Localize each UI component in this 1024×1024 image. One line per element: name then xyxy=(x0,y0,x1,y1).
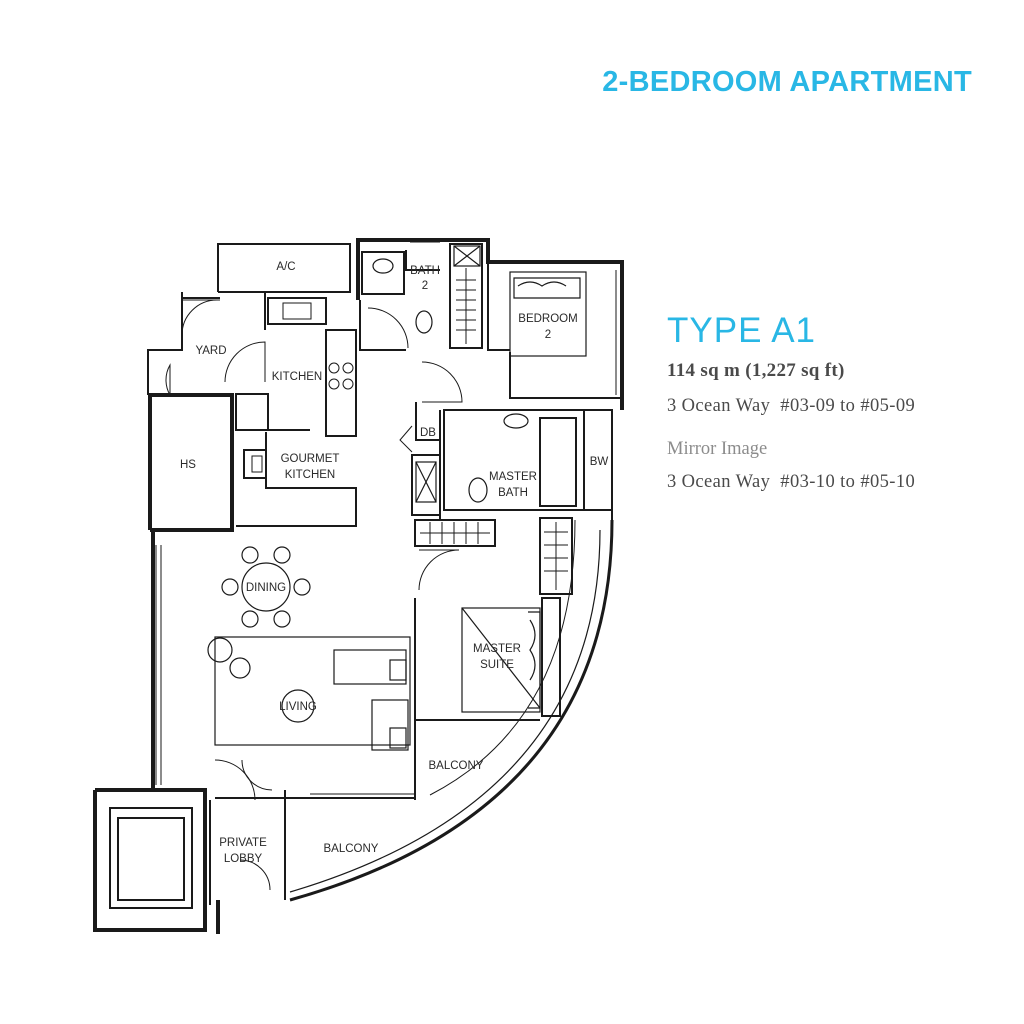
label-master-bath-2: BATH xyxy=(498,487,528,499)
bathroom-fixtures xyxy=(372,245,529,503)
door-swings xyxy=(165,299,463,891)
label-gourmet-kitchen: KITCHEN xyxy=(285,469,335,481)
kitchen-fixtures xyxy=(251,302,354,473)
furniture-dining xyxy=(221,546,311,628)
curved-facade xyxy=(289,519,614,902)
label-yard: YARD xyxy=(195,345,226,357)
label-db: DB xyxy=(420,427,436,439)
label-master-suite-2: SUITE xyxy=(480,659,514,671)
unit-info-panel: TYPE A1 114 sq m (1,227 sq ft) 3 Ocean W… xyxy=(667,306,1007,515)
label-kitchen: KITCHEN xyxy=(272,371,322,383)
floor-plan: A/C BATH 2 BEDROOM 2 YARD KITCHEN DB HS … xyxy=(93,238,624,934)
exterior-walls xyxy=(93,238,624,934)
label-living: LIVING xyxy=(279,701,317,713)
label-balcony-lower: BALCONY xyxy=(324,843,379,855)
label-bath2: BATH xyxy=(410,265,440,277)
label-gourmet: GOURMET xyxy=(281,453,340,465)
furniture-beds xyxy=(461,271,587,713)
label-bedroom2-num: 2 xyxy=(545,329,551,341)
label-ac: A/C xyxy=(276,261,295,273)
room-labels: A/C BATH 2 BEDROOM 2 YARD KITCHEN DB HS … xyxy=(180,261,608,865)
mirror-image-label: Mirror Image xyxy=(667,439,768,459)
wardrobe-hangers xyxy=(420,268,568,590)
page-title: 2-BEDROOM APARTMENT xyxy=(602,66,972,98)
label-bedroom2: BEDROOM xyxy=(518,313,577,325)
furniture-living xyxy=(207,636,411,751)
label-balcony-upper: BALCONY xyxy=(429,760,484,772)
label-hs: HS xyxy=(180,459,196,471)
label-master-bath: MASTER xyxy=(489,471,537,483)
unit-area: 114 sq m (1,227 sq ft) xyxy=(667,360,845,381)
label-private-lobby: PRIVATE xyxy=(219,837,267,849)
unit-numbers: 3 Ocean Way #03-09 to #05-09 xyxy=(667,396,916,416)
interior-walls xyxy=(109,243,622,909)
mirror-unit-numbers: 3 Ocean Way #03-10 to #05-10 xyxy=(667,472,916,492)
label-private-lobby-2: LOBBY xyxy=(224,853,263,865)
label-bath2-num: 2 xyxy=(422,280,428,292)
label-master-suite: MASTER xyxy=(473,643,521,655)
label-dining: DINING xyxy=(246,582,286,594)
label-bw: BW xyxy=(590,456,609,468)
windows xyxy=(155,241,617,795)
unit-type-title: TYPE A1 xyxy=(667,311,817,350)
